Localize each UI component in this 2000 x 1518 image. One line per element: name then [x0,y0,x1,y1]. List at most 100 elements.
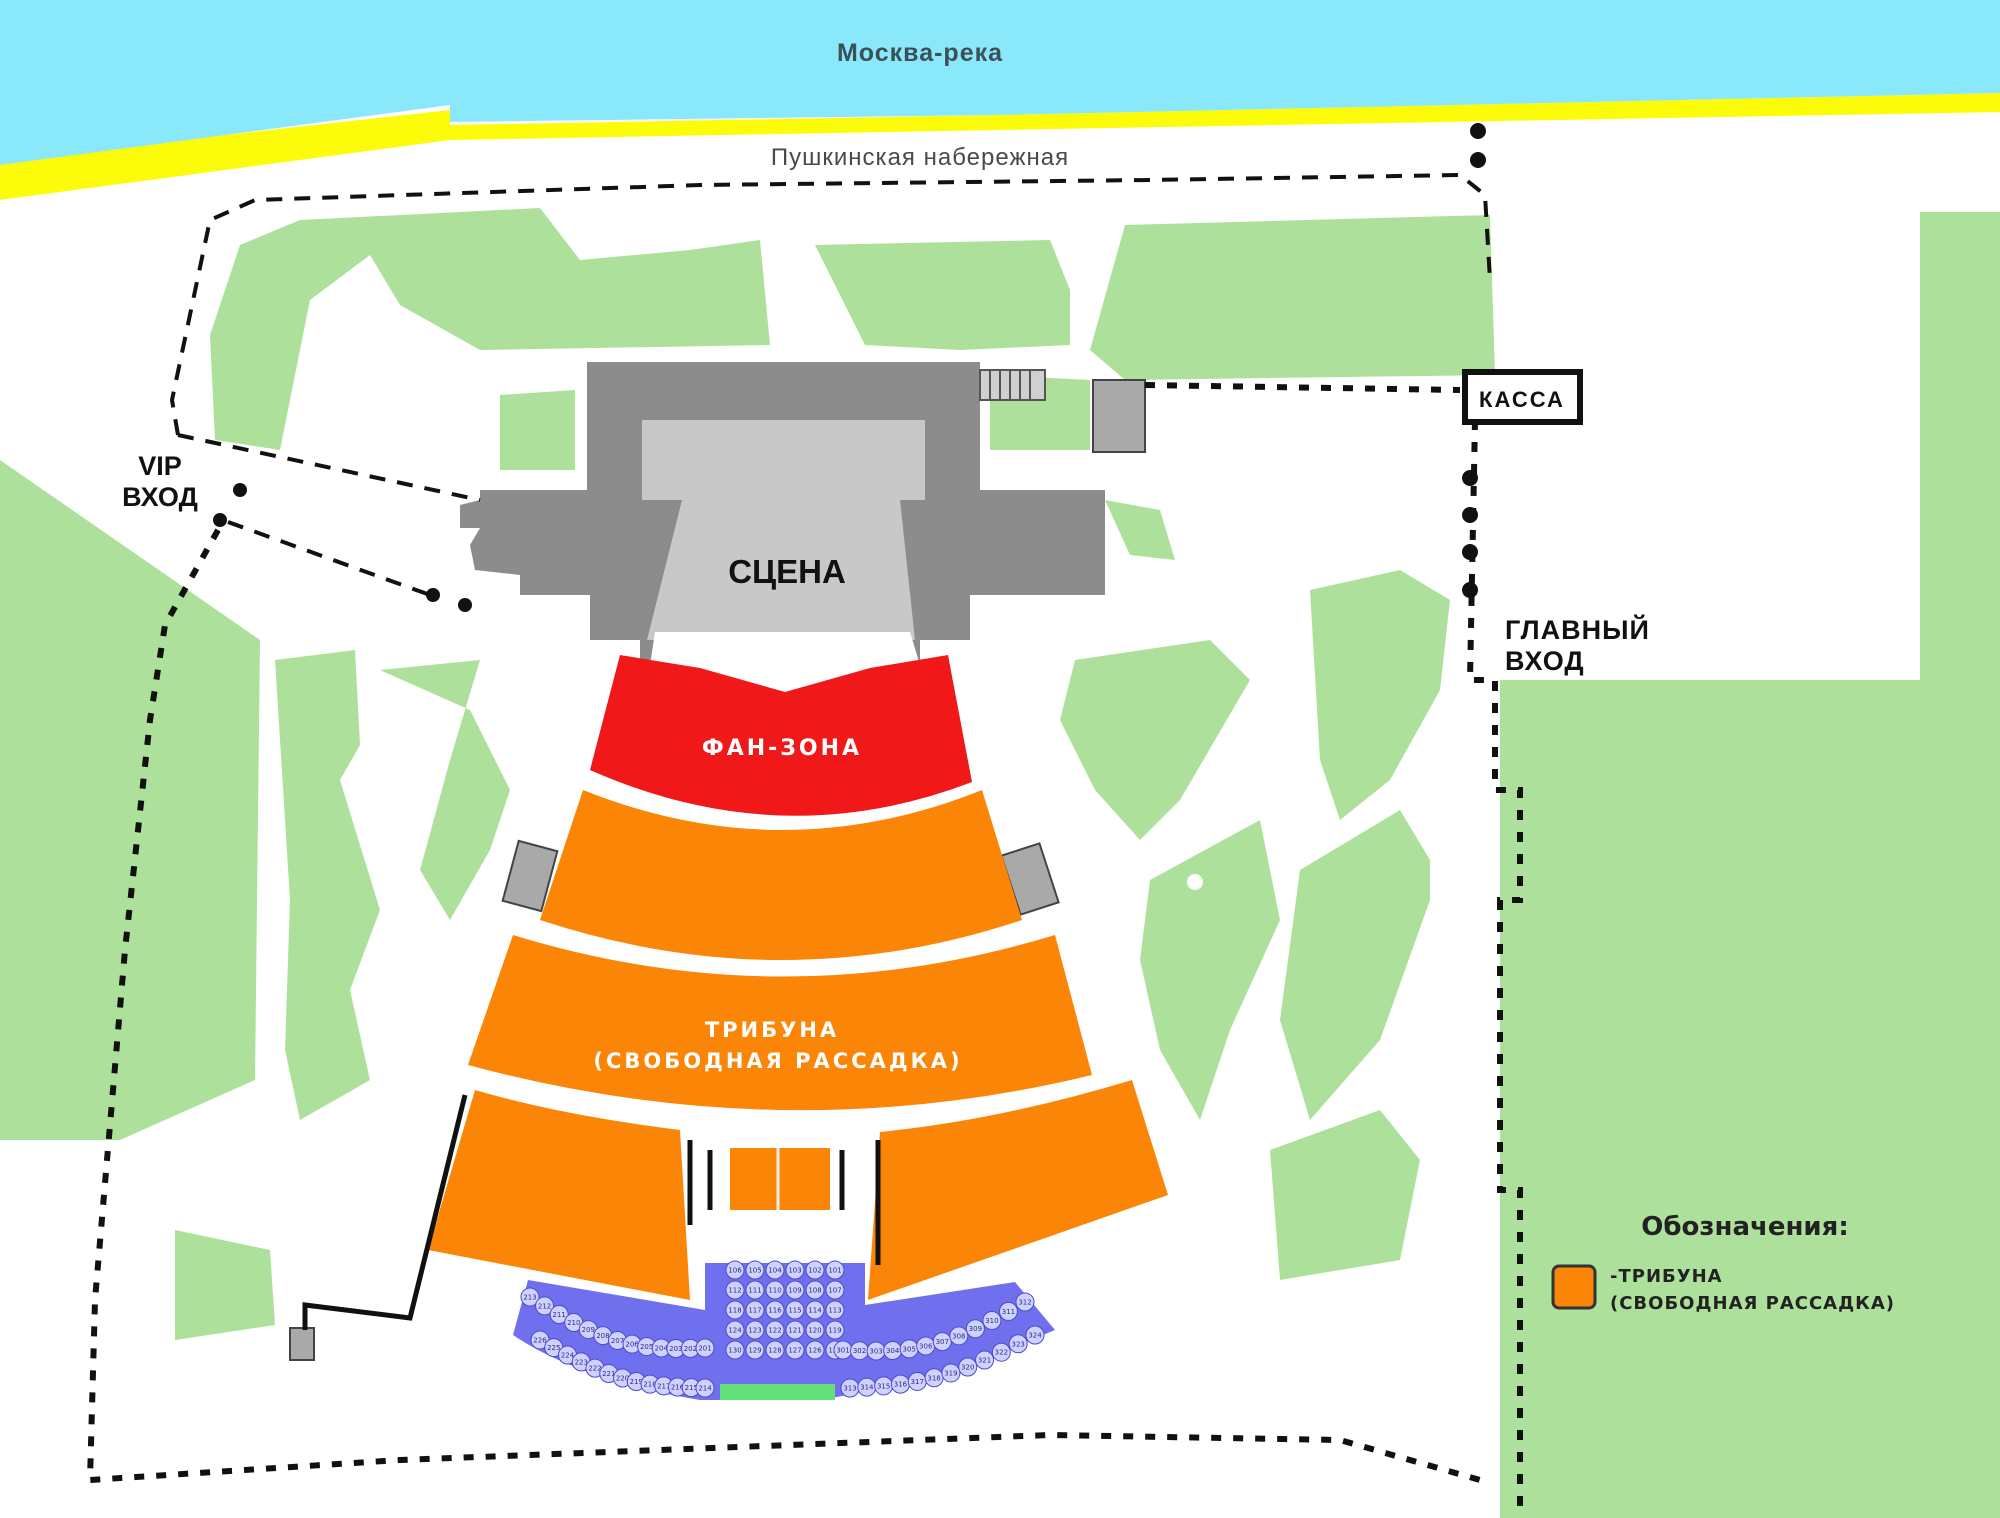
seat-number: 116 [768,1307,782,1315]
seat[interactable] [549,1305,569,1324]
walking-route-dotted [86,382,1523,1518]
seat-number: 309 [969,1325,982,1333]
tribune-section-3-center[interactable] [730,1148,830,1210]
seat-number: 214 [698,1385,712,1393]
seat-number: 219 [630,1378,643,1386]
seat[interactable] [765,1260,785,1280]
seat-number: 107 [828,1287,841,1295]
ticket-office-label: КАССА [1479,387,1565,412]
seat-number: 104 [768,1267,782,1275]
seat-number: 123 [748,1327,761,1335]
seat-number: 314 [860,1384,874,1392]
seat[interactable] [745,1300,765,1320]
seat[interactable] [949,1326,969,1346]
seat[interactable] [765,1340,785,1360]
seat[interactable] [805,1340,825,1360]
tribune-section-3-left[interactable] [428,1090,690,1300]
seat[interactable] [975,1350,995,1370]
river [0,0,2000,165]
seat[interactable] [932,1332,952,1352]
seat-number: 316 [894,1381,908,1389]
walking-route [169,172,1492,597]
seat-number: 312 [1018,1299,1031,1307]
seat[interactable] [1025,1325,1045,1345]
seat[interactable] [785,1260,805,1280]
seat[interactable] [805,1260,825,1280]
seat-number: 129 [748,1347,761,1355]
seat[interactable] [695,1378,715,1398]
seat[interactable] [765,1300,785,1320]
seat-number: 102 [808,1267,821,1275]
seat[interactable] [1008,1334,1028,1354]
vip-stage-strip [720,1384,835,1400]
seat-number: 105 [748,1267,761,1275]
seat[interactable] [785,1320,805,1340]
seat[interactable] [785,1280,805,1300]
seat[interactable] [805,1320,825,1340]
seat-number: 130 [728,1347,741,1355]
seat[interactable] [725,1320,745,1340]
seat-number: 118 [728,1307,741,1315]
fan-zone[interactable] [590,655,972,816]
seat[interactable] [805,1300,825,1320]
seat[interactable] [535,1296,555,1316]
seat-number: 306 [919,1342,933,1350]
tribune-section-1[interactable] [540,790,1022,960]
seat[interactable] [825,1320,845,1340]
seat[interactable] [765,1320,785,1340]
seat[interactable] [725,1280,745,1300]
seat-number: 318 [927,1374,940,1382]
seat-number: 117 [748,1307,761,1315]
seat-number: 115 [788,1307,801,1315]
seat-number: 206 [625,1341,639,1349]
seat-number: 204 [655,1344,669,1352]
seat[interactable] [725,1260,745,1280]
seat-number: 319 [944,1369,957,1377]
seat[interactable] [958,1357,978,1377]
seat[interactable] [825,1300,845,1320]
tribune-label-line2: (СВОБОДНАЯ РАССАДКА) [593,1049,962,1073]
seat-number: 121 [788,1327,801,1335]
seat[interactable] [745,1340,765,1360]
seat[interactable] [825,1260,845,1280]
seat[interactable] [805,1280,825,1300]
seat[interactable] [765,1280,785,1300]
seat-number: 109 [788,1287,801,1295]
seat[interactable] [745,1260,765,1280]
main-route-dots [1462,123,1486,598]
tribune-section-2[interactable] [468,935,1092,1111]
seat[interactable] [745,1320,765,1340]
seat-number: 321 [978,1357,991,1365]
seat[interactable] [991,1342,1011,1362]
seat-number: 225 [547,1344,560,1352]
seat[interactable] [745,1280,765,1300]
seat[interactable] [982,1310,1002,1330]
stage-label: СЦЕНА [728,553,846,590]
seat-number: 216 [671,1384,685,1392]
staircase-steps [989,370,1031,400]
seat[interactable] [941,1363,961,1383]
seat[interactable] [1015,1292,1035,1312]
seat-number: 322 [995,1349,1008,1357]
tribune-section-3-right[interactable] [868,1080,1168,1300]
seat[interactable] [965,1319,985,1339]
seat-number: 223 [575,1358,588,1366]
seat[interactable] [825,1280,845,1300]
seat-number: 202 [684,1345,697,1353]
seat[interactable] [725,1300,745,1320]
seat-number: 108 [808,1287,821,1295]
seat[interactable] [695,1338,715,1358]
seat-number: 112 [728,1287,741,1295]
seat[interactable] [785,1300,805,1320]
service-path [302,1094,468,1330]
seat-number: 213 [523,1294,536,1302]
seat[interactable] [520,1287,540,1307]
seat[interactable] [725,1340,745,1360]
seat-number: 307 [936,1338,949,1346]
ticket-office[interactable] [1462,369,1583,425]
seat[interactable] [785,1340,805,1360]
seat-number: 111 [748,1287,761,1295]
seat[interactable] [998,1301,1018,1321]
